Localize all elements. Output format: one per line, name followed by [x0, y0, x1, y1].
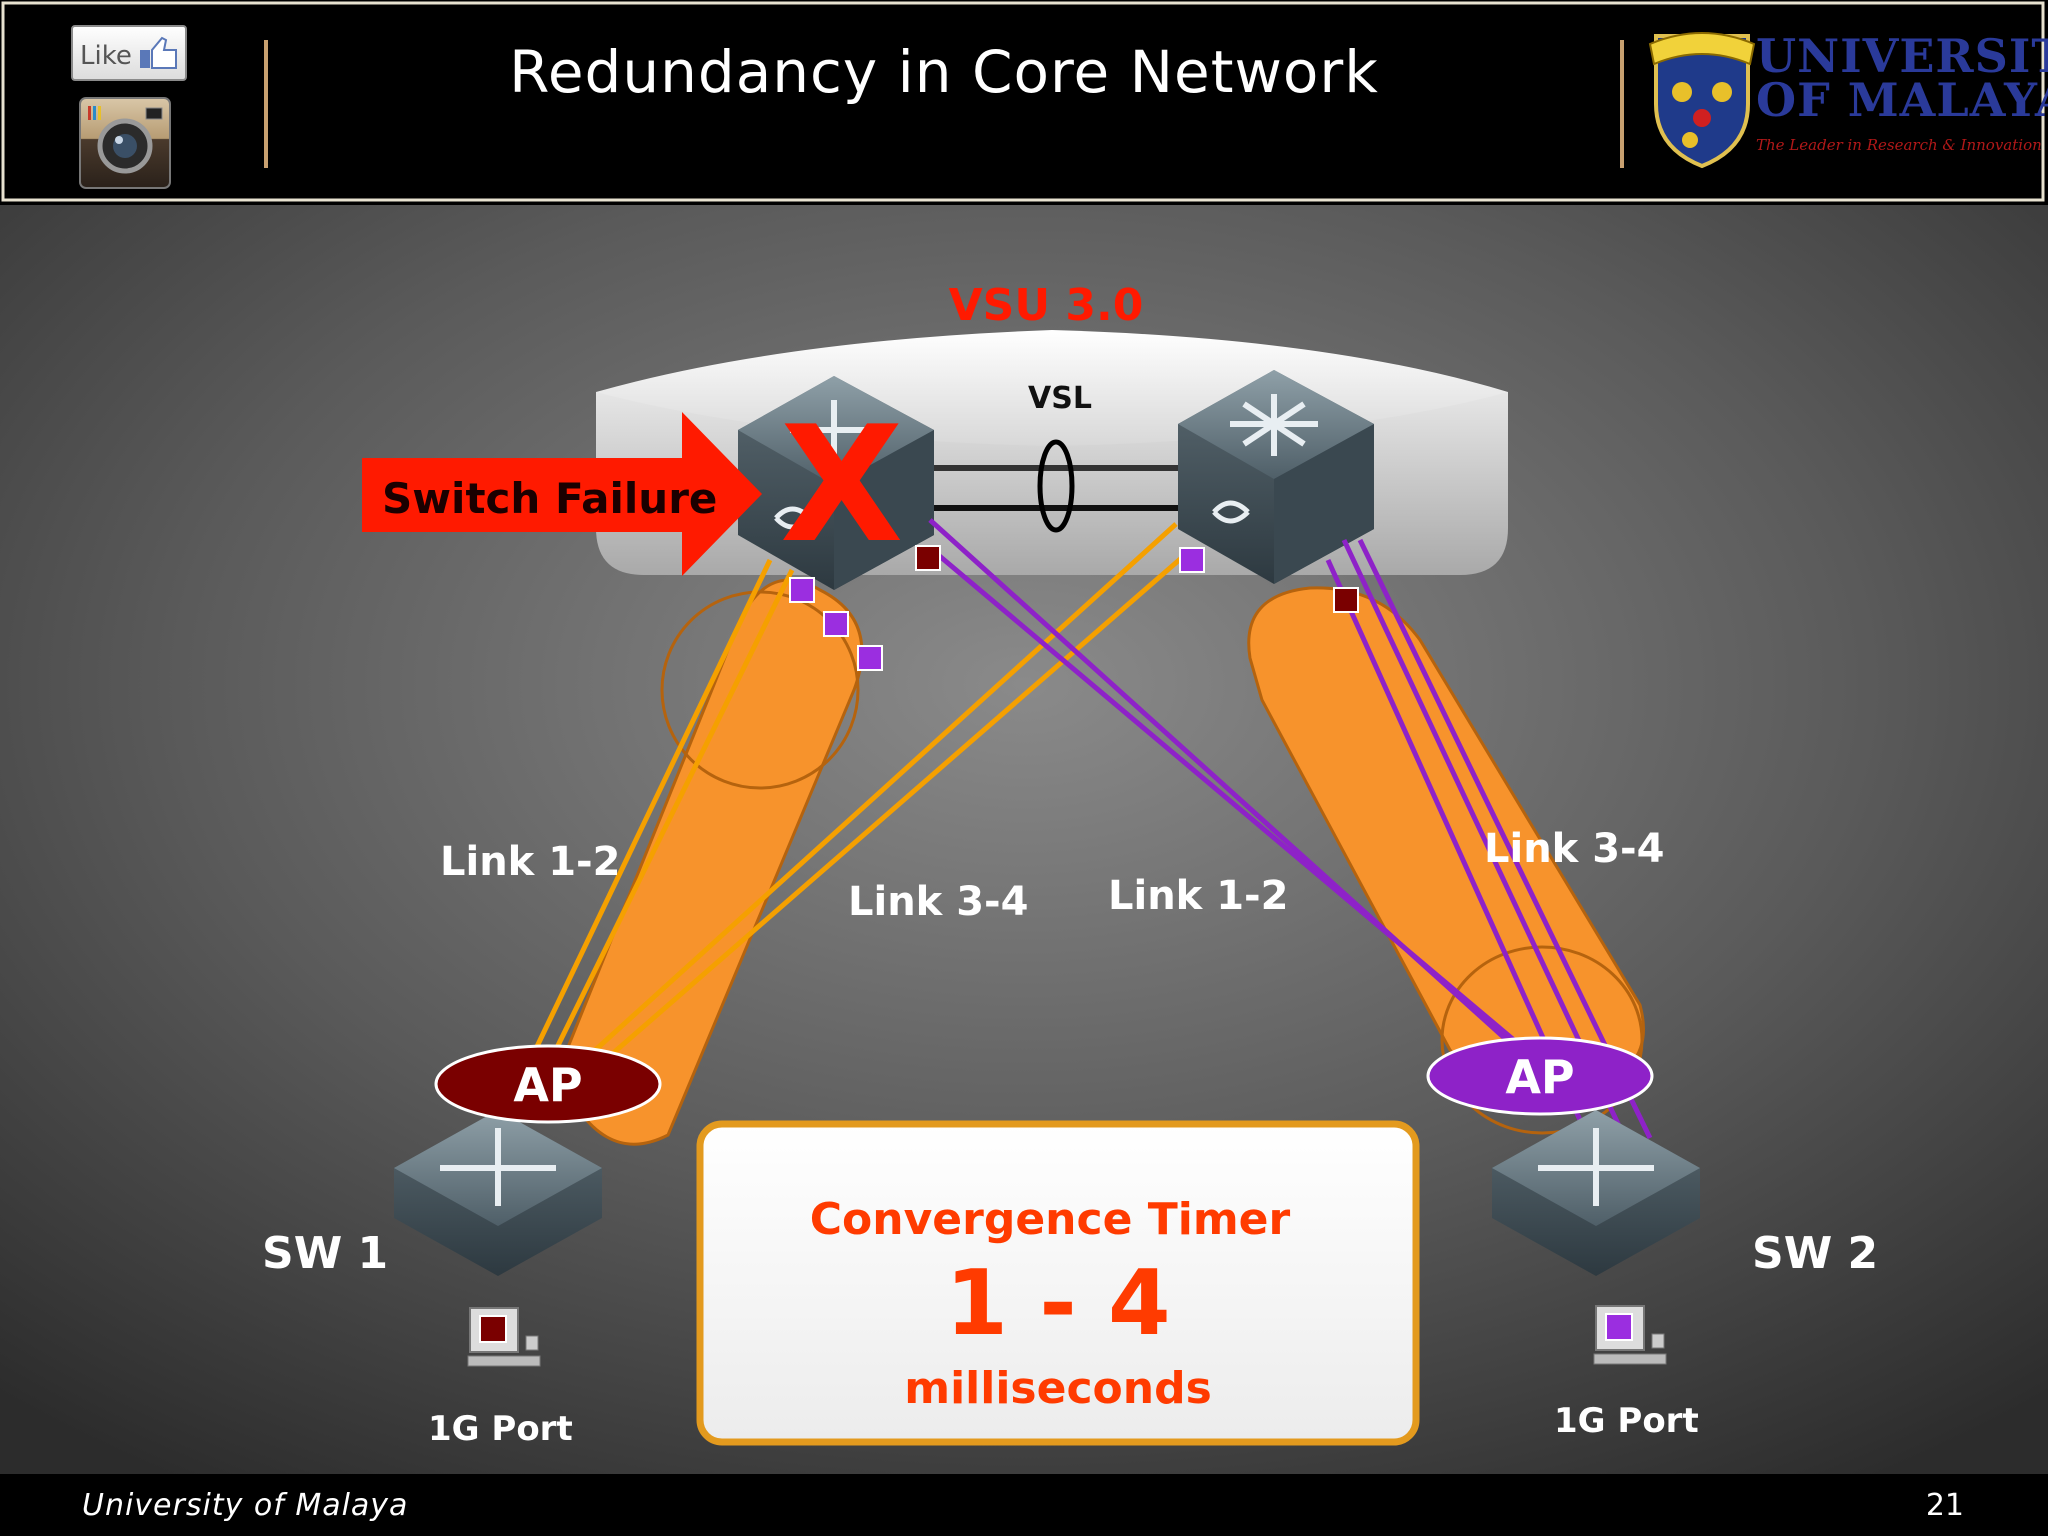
vsl-link	[934, 439, 1178, 533]
convergence-timer-box: Convergence Timer 1 - 4 milliseconds	[696, 1120, 1420, 1446]
access-switch-sw1-arrows-icon	[440, 1128, 556, 1206]
left-link-bundle	[556, 578, 864, 1146]
link-left-34-label: Link 3-4	[848, 879, 1028, 925]
ap-right: AP	[1426, 1036, 1654, 1116]
port-marker	[915, 545, 941, 571]
pc-left-icon	[467, 1307, 541, 1367]
university-crest-icon	[1648, 32, 1756, 169]
access-switch-sw1	[394, 1110, 602, 1276]
link-right-34-label: Link 3-4	[1484, 826, 1664, 872]
port-right-label: 1G Port	[1554, 1401, 1699, 1441]
port-markers	[789, 545, 1359, 671]
port-marker	[857, 645, 883, 671]
port-marker	[1333, 587, 1359, 613]
switch-failure-callout: Switch Failure	[362, 412, 762, 576]
vsl-label: VSL	[1028, 381, 1092, 416]
ap-right-label: AP	[1505, 1050, 1574, 1104]
like-label: Like	[80, 41, 132, 71]
slide-title: Redundancy in Core Network	[509, 38, 1379, 106]
port-marker	[1179, 547, 1205, 573]
pc-right-icon	[1593, 1305, 1667, 1365]
instagram-icon[interactable]	[79, 97, 171, 189]
core-switch-right	[1178, 370, 1374, 584]
ap-left: AP	[434, 1044, 662, 1124]
sw1-label: SW 1	[262, 1228, 388, 1279]
link-right-12-label: Link 1-2	[1108, 873, 1288, 919]
ap-left-label: AP	[513, 1058, 582, 1112]
link-left-12-label: Link 1-2	[440, 839, 620, 885]
timer-unit: milliseconds	[904, 1363, 1212, 1414]
failure-arrow	[362, 412, 762, 576]
core-switch-left-arrows-icon	[790, 400, 878, 462]
timer-title: Convergence Timer	[810, 1194, 1291, 1245]
purple-links	[928, 518, 1653, 1140]
port-left-label: 1G Port	[428, 1409, 573, 1449]
like-button[interactable]: Like	[71, 25, 187, 81]
failure-mark: X	[780, 391, 903, 578]
university-name-line1: UNIVERSITY	[1756, 29, 2048, 83]
port-marker	[789, 577, 815, 603]
orange-links	[517, 522, 1188, 1084]
university-tagline: The Leader in Research & Innovation	[1756, 136, 2042, 154]
university-name-line2: OF MALAYA	[1756, 73, 2048, 127]
footer-org: University of Malaya	[82, 1488, 409, 1523]
footer-bar	[0, 1474, 2048, 1536]
university-logo: UNIVERSITY OF MALAYA The Leader in Resea…	[1648, 29, 2048, 169]
thumbs-up-icon	[140, 36, 177, 69]
port-marker	[823, 611, 849, 637]
timer-value: 1 - 4	[945, 1251, 1170, 1356]
core-switch-left	[738, 376, 934, 590]
core-switch-right-arrows-icon	[1230, 394, 1318, 456]
page-number: 21	[1925, 1488, 1964, 1523]
vsu-label: VSU 3.0	[949, 280, 1144, 331]
header-frame	[1, 1, 2045, 202]
access-switch-sw2	[1492, 1110, 1700, 1276]
access-switch-sw2-arrows-icon	[1538, 1128, 1654, 1206]
sw2-label: SW 2	[1752, 1228, 1878, 1279]
failure-label: Switch Failure	[382, 474, 717, 523]
